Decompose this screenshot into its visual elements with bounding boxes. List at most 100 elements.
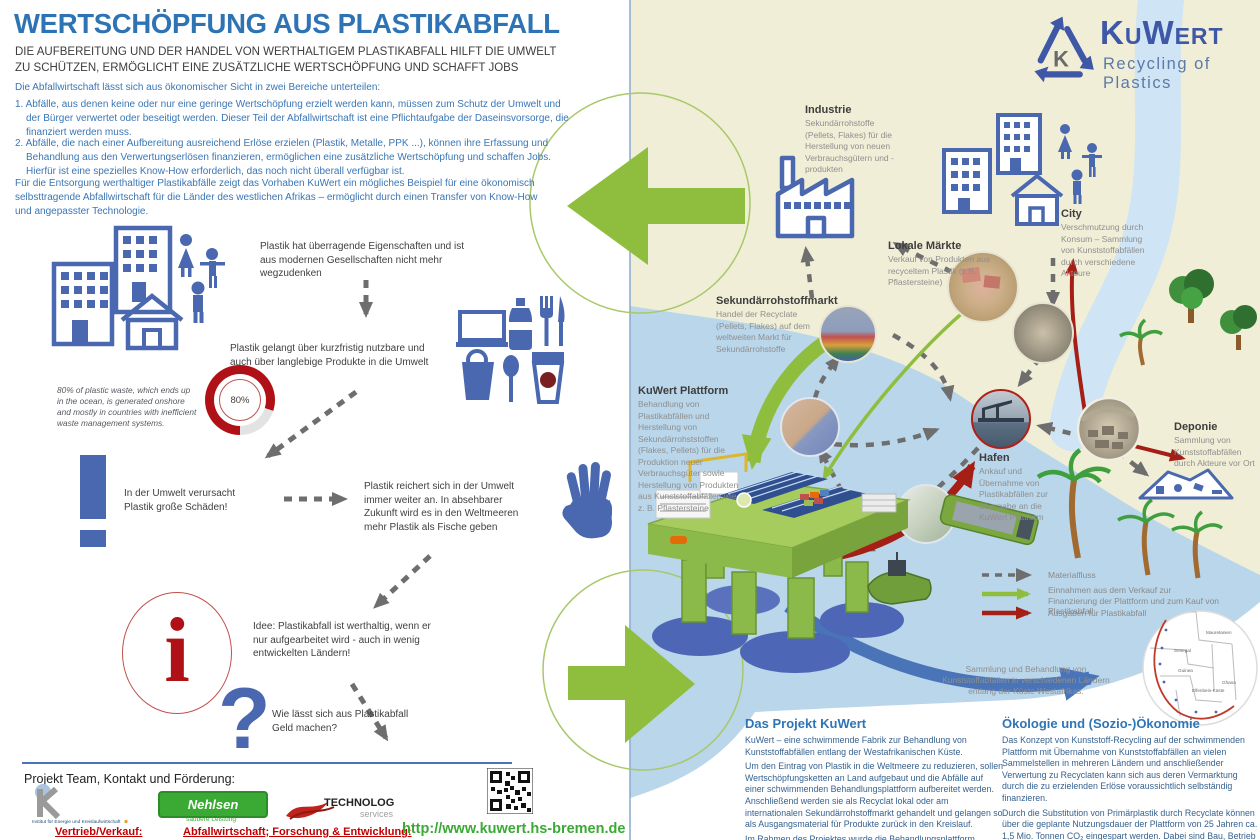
section-projekt-p3: Im Rahmen des Projektes wurde die Behand… xyxy=(745,833,975,840)
map-westafrica: Mauretanien Senegal Guinea Elfenbein-Küs… xyxy=(1142,610,1258,726)
section-projekt-title: Das Projekt KuWert xyxy=(745,716,867,731)
river xyxy=(1049,0,1185,451)
photo-hafen xyxy=(971,389,1031,449)
blue-arrow-map xyxy=(784,600,1100,701)
question-mark-icon: ? xyxy=(218,671,271,767)
map-country-label: Elfenbein-Küste xyxy=(1192,688,1225,693)
palm-icon xyxy=(1036,448,1112,559)
photo-deponie xyxy=(1076,396,1142,462)
kuwert-logo-icon: K xyxy=(1034,16,1094,83)
map-country-label: Ghana xyxy=(1222,680,1236,685)
knife-icon xyxy=(558,296,565,346)
info-icon: i xyxy=(122,592,232,714)
city-people-icon xyxy=(1058,124,1102,204)
tugboat-icon xyxy=(867,552,932,605)
bottom-band xyxy=(630,602,1260,840)
fact-80-percent: 80% of plastic waste, which ends up in t… xyxy=(57,385,197,428)
svg-text:K: K xyxy=(1053,47,1069,72)
legend-einnahmen: Einnahmen aus dem Verkauf zur Finanzieru… xyxy=(1048,585,1220,616)
node-title-deponie: Deponie xyxy=(1174,421,1218,433)
spoon-icon xyxy=(503,355,519,402)
project-url[interactable]: http://www.kuwert.hs-bremen.de xyxy=(402,821,626,837)
iekrw-caption: Institut für Energie und Kreislaufwirtsc… xyxy=(32,819,121,825)
section-projekt-p1: KuWert – eine schwimmende Fabrik zur Beh… xyxy=(745,735,967,757)
node-title-sekundaerrohstoffmarkt: Sekundärrohstoffmarkt xyxy=(716,295,838,307)
section-projekt-p2: Um den Eintrag von Plastik in die Weltme… xyxy=(745,761,1004,830)
palm-icon xyxy=(1117,498,1175,576)
node-desc-sekundaerrohstoffmarkt: Handel der Recyclate (Pellets, Flakes) a… xyxy=(716,309,811,354)
consumer-products-icon xyxy=(456,296,565,404)
landfill-icon xyxy=(1138,468,1234,500)
node-desc-kuwert-plattform: Behandlung von Plastikabfällen und Herst… xyxy=(638,399,739,513)
footer-divider xyxy=(22,762,512,764)
list-item-1: 1. Abfälle, aus denen keine oder nur ein… xyxy=(15,99,569,138)
list-item-2: 2. Abfälle, die nach einer Aufbereitung … xyxy=(15,138,551,177)
node-desc-hafen: Ankauf und Übernahme von Plastikabfällen… xyxy=(979,466,1048,522)
flow-step-4: Plastik reichert sich in der Umwelt imme… xyxy=(364,481,519,533)
big-arrow-left xyxy=(567,147,745,265)
node-title-city: City xyxy=(1061,208,1082,220)
node-desc-city: Verschmutzung durch Konsum – Sammlung vo… xyxy=(1061,222,1145,278)
green-circle-bottom xyxy=(542,569,744,771)
tree-icon xyxy=(1220,305,1257,350)
node-desc-lokale-maerkte: Verkauf von Produkten aus recyceltem Pla… xyxy=(888,254,991,287)
fork-icon xyxy=(540,296,553,346)
legend-materialfluss: Materialfluss xyxy=(1048,570,1096,580)
legend-ausgaben: Ausgaben für Plastikabfall xyxy=(1048,608,1147,618)
node-title-kuwert-plattform: KuWert Plattform xyxy=(638,385,729,397)
buildings-icon xyxy=(51,225,225,351)
iekrw-logo: Institut für Energie und Kreislaufwirtsc… xyxy=(32,784,128,825)
technolog-text: TECHNOLOG xyxy=(324,797,394,809)
flow-step-2: Plastik gelangt über kurzfristig nutzbar… xyxy=(230,343,429,368)
map-country-label: Guinea xyxy=(1178,668,1193,673)
nehlsen-tagline: saubere Leistung xyxy=(186,816,236,823)
exclamation-dot-icon xyxy=(80,530,106,547)
bottle-icon xyxy=(509,298,532,350)
palm-icon xyxy=(1171,510,1224,579)
city-buildings-icon xyxy=(942,113,1064,226)
section-oekologie-p1: Das Konzept von Kunststoff-Recycling auf… xyxy=(1002,735,1245,803)
technolog-logo: TECHNOLOG services xyxy=(286,797,394,820)
hand-icon xyxy=(562,462,612,539)
palm-icon xyxy=(1119,318,1163,366)
factory-icon xyxy=(775,155,855,239)
exclamation-icon xyxy=(80,455,106,519)
section-projekt: Das Projekt KuWert KuWert – eine schwimm… xyxy=(745,716,1003,840)
section-oekologie: Ökologie und (Sozio-)Ökonomie Das Konzep… xyxy=(1002,716,1260,840)
barge-icon xyxy=(939,494,1039,546)
photo-waste-collection xyxy=(1012,302,1074,364)
laptop-icon xyxy=(456,310,508,347)
kuwert-logo-tagline: Recycling of Plastics xyxy=(1103,55,1211,92)
donut-chart-80: 80% xyxy=(205,365,275,435)
flow-step-6: Wie lässt sich aus Plastikabfall Geld ma… xyxy=(272,709,409,734)
green-circle-top xyxy=(529,92,751,314)
section-oekologie-title: Ökologie und (Sozio-)Ökonomie xyxy=(1002,716,1200,731)
map-caption: Sammlung und Behandlung von Kunststoffab… xyxy=(942,664,1110,696)
photo-flakes-market xyxy=(819,305,877,363)
flow-step-1: Plastik hat überragende Eigenschaften un… xyxy=(260,241,465,279)
node-desc-industrie: Sekundärrohstoffe (Pellets, Flakes) für … xyxy=(805,118,894,174)
outro-paragraph: Für die Entsorgung werthaltiger Plastika… xyxy=(15,178,538,217)
tree-icon xyxy=(1169,269,1214,323)
technolog-sub: services xyxy=(360,809,394,819)
link-vertrieb[interactable]: Vertrieb/Verkauf: xyxy=(55,826,143,838)
footer-heading: Projekt Team, Kontakt und Förderung: xyxy=(24,772,235,786)
node-title-industrie: Industrie xyxy=(805,104,852,116)
bag-icon xyxy=(462,349,494,400)
flow-step-3: In der Umwelt verursacht Plastik große S… xyxy=(124,488,236,513)
poster-title: WERTSCHÖPFUNG AUS PLASTIKABFALL xyxy=(14,8,560,39)
node-title-lokale-maerkte: Lokale Märkte xyxy=(888,240,962,252)
node-desc-deponie: Sammlung von Kunststoffabfällen durch Ak… xyxy=(1174,435,1255,468)
link-abfallwirtschaft[interactable]: Abfallwirtschaft; Forschung & Entwicklun… xyxy=(183,826,412,838)
donut-value: 80% xyxy=(219,379,261,421)
flow-arrows xyxy=(264,280,432,742)
qr-code xyxy=(487,768,533,814)
kuwert-logo-text: KuWert xyxy=(1100,14,1224,51)
nehlsen-logo: Nehlsen xyxy=(158,791,268,818)
photo-platform-products xyxy=(780,397,840,457)
cup-icon xyxy=(531,352,565,404)
legend-arrows xyxy=(982,568,1032,620)
platform-illustration xyxy=(647,452,911,673)
map-country-label: Mauretanien xyxy=(1206,630,1232,635)
